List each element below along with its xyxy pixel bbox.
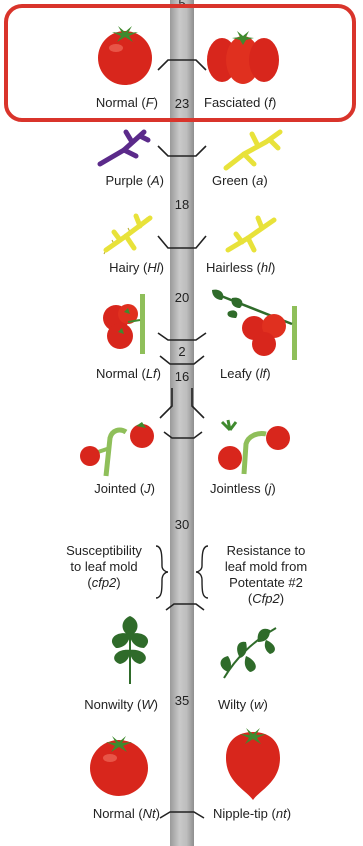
trait-label-nipple-tip: Nipple-tip (nt) xyxy=(213,806,291,821)
trait-label-resistance: Resistance to leaf mold from Potentate #… xyxy=(208,543,324,607)
trait-label-hairless: Hairless (hl) xyxy=(206,260,275,275)
trait-label-hairy: Hairy (Hl) xyxy=(109,260,164,275)
trait-label-normal-Nt: Normal (Nt) xyxy=(93,806,160,821)
trait-label-susceptibility: Susceptibility to leaf mold (cfp2) xyxy=(50,543,158,591)
trait-label-leafy: Leafy (lf) xyxy=(220,366,271,381)
trait-label-nonwilty: Nonwilty (W) xyxy=(84,697,158,712)
trait-label-green: Green (a) xyxy=(212,173,268,188)
trait-label-normal-Lf: Normal (Lf) xyxy=(96,366,161,381)
trait-label-jointless: Jointless (j) xyxy=(210,481,276,496)
highlight-box xyxy=(4,4,356,122)
trait-label-jointed: Jointed (J) xyxy=(94,481,155,496)
trait-label-wilty: Wilty (w) xyxy=(218,697,268,712)
trait-label-purple: Purple (A) xyxy=(105,173,164,188)
